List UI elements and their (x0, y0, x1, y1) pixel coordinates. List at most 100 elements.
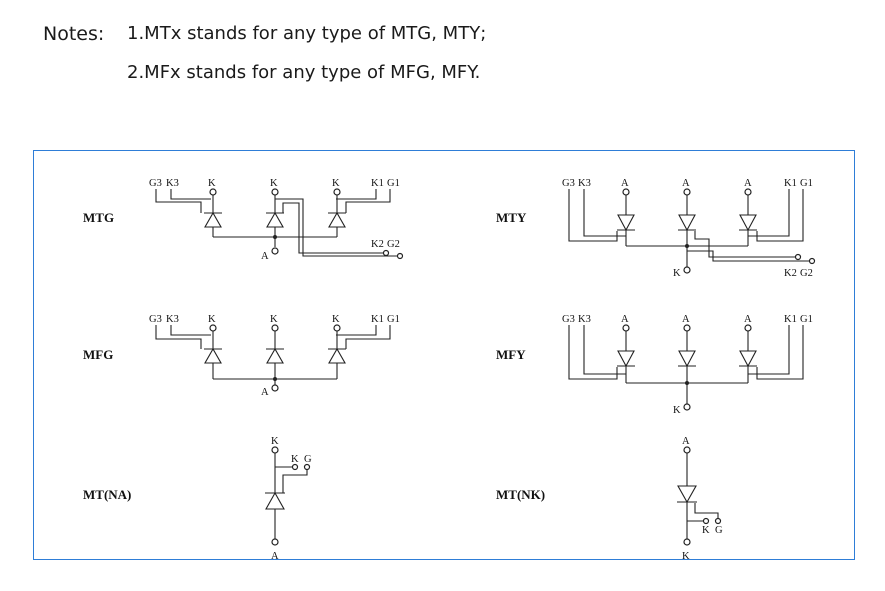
wire (748, 325, 790, 375)
terminal-a (683, 188, 691, 196)
term-label-g3: G3 (149, 314, 162, 325)
thyristor-symbol (328, 211, 346, 228)
wire (694, 231, 795, 258)
term-label-a: A (271, 551, 279, 561)
term-label-a: A (261, 251, 269, 262)
junction (273, 235, 277, 239)
term-label-k2: K2 (784, 268, 797, 279)
wire (345, 189, 391, 213)
wire (568, 189, 618, 242)
wire (155, 189, 202, 213)
wire (282, 469, 308, 493)
wire (282, 202, 383, 254)
terminal-k (333, 188, 341, 196)
term-label-a: A (621, 178, 629, 189)
term-label-a: A (682, 314, 690, 325)
thyristor-symbol (677, 485, 697, 504)
wire (336, 325, 377, 336)
notes-label: Notes: (43, 23, 105, 45)
diagram-mt-na: MT(NA) K K G A (83, 436, 312, 561)
terminal-k (209, 324, 217, 332)
wire (583, 189, 626, 237)
term-label-k: K (208, 314, 216, 325)
terminal-g (303, 463, 311, 471)
wire (748, 189, 790, 237)
terminal-k (271, 446, 279, 454)
term-label-k2: K2 (371, 239, 384, 250)
wire (756, 325, 804, 380)
term-label-k: K (673, 268, 681, 279)
term-label-g2: G2 (800, 268, 813, 279)
term-label-k1: K1 (371, 178, 384, 189)
thyristor-symbol (204, 211, 222, 228)
wire (568, 325, 618, 380)
diagram-name-mt-nk: MT(NK) (496, 487, 545, 502)
diagram-name-mt-na: MT(NA) (83, 487, 131, 502)
terminal-a (622, 324, 630, 332)
thyristor-symbol (617, 350, 635, 368)
thyristor-symbol (328, 347, 346, 364)
note-line-2: 2.MFx stands for any type of MFG, MFY. (127, 62, 481, 83)
diagram-mfy: MFY G3 K3 A A A K1 G1 K (496, 314, 813, 416)
terminal-k (271, 188, 279, 196)
term-label-a: A (621, 314, 629, 325)
term-label-g3: G3 (562, 178, 575, 189)
terminal-k2 (382, 249, 390, 257)
term-label-k: K (208, 178, 216, 189)
terminal-g (714, 517, 722, 525)
term-label-k3: K3 (578, 178, 591, 189)
thyristor-symbol (266, 211, 284, 228)
term-label-a: A (682, 178, 690, 189)
terminal-k (209, 188, 217, 196)
term-label-k: K (270, 314, 278, 325)
term-label-k3: K3 (166, 178, 179, 189)
terminal-k (291, 463, 299, 471)
thyristor-symbol (739, 214, 757, 232)
thyristor-symbol (265, 491, 285, 510)
thyristor-symbol (617, 214, 635, 232)
terminal-g2 (808, 257, 816, 265)
thyristor-symbol (739, 350, 757, 368)
term-label-g1: G1 (800, 178, 813, 189)
terminal-a (744, 188, 752, 196)
term-label-a: A (261, 387, 269, 398)
diagram-name-mty: MTY (496, 210, 527, 225)
terminal-k (683, 266, 691, 274)
diagram-panel: MTG G3 K3 K K K K1 G1 A K2 G2 (33, 150, 855, 561)
term-label-k: K (332, 178, 340, 189)
terminal-g2 (396, 252, 404, 260)
diagram-name-mfg: MFG (83, 347, 113, 362)
term-label-k1: K1 (784, 178, 797, 189)
term-label-g1: G1 (387, 314, 400, 325)
note-line-1: 1.MTx stands for any type of MTG, MTY; (127, 23, 487, 44)
thyristor-symbol (678, 350, 696, 368)
terminal-a (683, 324, 691, 332)
terminal-a (622, 188, 630, 196)
wire (275, 198, 397, 257)
term-label-g1: G1 (387, 178, 400, 189)
term-label-k1: K1 (784, 314, 797, 325)
term-label-k: K (702, 525, 710, 536)
term-label-k: K (682, 551, 690, 561)
diagram-name-mfy: MFY (496, 347, 526, 362)
wire (170, 189, 211, 200)
wire (336, 189, 377, 200)
term-label-k: K (332, 314, 340, 325)
term-label-a: A (682, 436, 690, 447)
terminal-a (271, 538, 279, 546)
junction (685, 244, 689, 248)
terminal-a (271, 384, 279, 392)
term-label-k3: K3 (166, 314, 179, 325)
diagram-mt-nk: MT(NK) A K G K (496, 436, 723, 561)
wire (687, 250, 809, 262)
terminal-a (271, 247, 279, 255)
term-label-k: K (291, 454, 299, 465)
terminal-a (683, 446, 691, 454)
wire (756, 189, 804, 242)
term-label-a: A (744, 178, 752, 189)
diagram-mtg: MTG G3 K3 K K K K1 G1 A K2 G2 (83, 178, 404, 262)
diagram-mty: MTY G3 K3 A A A K1 G1 K K2 G2 (496, 178, 816, 279)
thyristor-symbol (678, 214, 696, 232)
thyristor-symbol (204, 347, 222, 364)
term-label-k: K (270, 178, 278, 189)
